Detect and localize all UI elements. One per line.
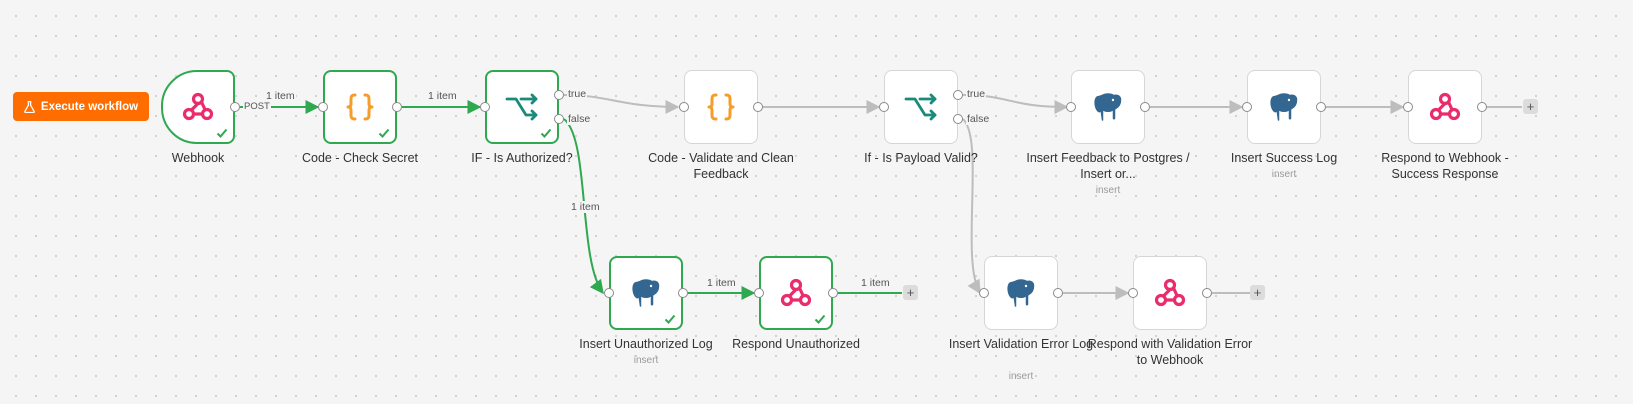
node-code-check-secret[interactable] — [323, 70, 397, 144]
input-handle[interactable] — [754, 288, 764, 298]
node-label: Respond Unauthorized — [732, 337, 860, 351]
success-check-icon — [378, 128, 390, 138]
edge-label-method: POST — [243, 101, 271, 112]
input-handle[interactable] — [879, 102, 889, 112]
output-handle[interactable] — [1053, 288, 1063, 298]
output-handle[interactable] — [753, 102, 763, 112]
output-handle-true[interactable] — [953, 90, 963, 100]
add-node-button[interactable]: + — [903, 285, 918, 300]
execute-workflow-button[interactable]: Execute workflow — [13, 92, 149, 121]
input-handle[interactable] — [679, 102, 689, 112]
edge-label-true: true — [966, 88, 987, 100]
node-label: Respond with Validation Error to Webhook — [1087, 337, 1253, 367]
node-subtitle: insert — [633, 355, 659, 366]
input-handle[interactable] — [1242, 102, 1252, 112]
node-subtitle: insert — [1271, 169, 1297, 180]
input-handle[interactable] — [480, 102, 490, 112]
edge-label-item-count: 1 item — [860, 277, 891, 289]
postgres-elephant-icon — [1266, 89, 1302, 125]
output-handle[interactable] — [230, 102, 240, 112]
webhook-icon — [1152, 275, 1188, 311]
success-check-icon — [540, 128, 552, 138]
node-label: Insert Unauthorized Log — [579, 337, 713, 351]
success-check-icon — [664, 314, 676, 324]
add-node-button[interactable]: + — [1250, 285, 1265, 300]
add-node-button[interactable]: + — [1523, 99, 1538, 114]
edge-payload-false-valerr — [962, 118, 981, 295]
edge-label-false: false — [567, 113, 592, 125]
node-if-is-authorized[interactable] — [485, 70, 559, 144]
node-respond-validation-error[interactable] — [1133, 256, 1207, 330]
edge-label-item-count: 1 item — [265, 90, 296, 102]
node-label: Code - Validate and Clean Feedback — [648, 151, 794, 181]
postgres-elephant-icon — [1003, 275, 1039, 311]
node-insert-success-log[interactable] — [1247, 70, 1321, 144]
node-label: Webhook — [171, 151, 225, 165]
input-handle[interactable] — [318, 102, 328, 112]
postgres-elephant-icon — [1090, 89, 1126, 125]
postgres-elephant-icon — [628, 275, 664, 311]
edge-label-item-count: 1 item — [570, 201, 601, 213]
output-handle-false[interactable] — [953, 114, 963, 124]
node-label: Insert Feedback to Postgres / Insert or.… — [1026, 151, 1190, 181]
node-respond-unauthorized[interactable] — [759, 256, 833, 330]
output-handle[interactable] — [1316, 102, 1326, 112]
input-handle[interactable] — [979, 288, 989, 298]
input-handle[interactable] — [1066, 102, 1076, 112]
node-label: IF - Is Authorized? — [471, 151, 573, 165]
node-code-validate-feedback[interactable] — [684, 70, 758, 144]
output-handle[interactable] — [1477, 102, 1487, 112]
edge-label-true: true — [567, 88, 588, 100]
edge-label-false: false — [966, 113, 991, 125]
flask-icon — [24, 100, 35, 113]
code-braces-icon — [703, 89, 739, 125]
input-handle[interactable] — [1403, 102, 1413, 112]
input-handle[interactable] — [604, 288, 614, 298]
output-handle[interactable] — [1202, 288, 1212, 298]
node-subtitle: insert — [1095, 185, 1121, 196]
node-label: Code - Check Secret — [301, 151, 419, 165]
webhook-icon — [180, 89, 216, 125]
node-respond-success[interactable] — [1408, 70, 1482, 144]
edge-label-item-count: 1 item — [706, 277, 737, 289]
webhook-icon — [1427, 89, 1463, 125]
node-webhook[interactable] — [161, 70, 235, 144]
webhook-icon — [778, 275, 814, 311]
success-check-icon — [216, 128, 228, 138]
if-branch-icon — [504, 89, 540, 125]
output-handle-false[interactable] — [554, 114, 564, 124]
success-check-icon — [814, 314, 826, 324]
node-insert-validation-error-log[interactable] — [984, 256, 1058, 330]
node-label: If - Is Payload Valid? — [864, 151, 978, 165]
node-label: Insert Success Log — [1230, 151, 1338, 165]
input-handle[interactable] — [1128, 288, 1138, 298]
execute-workflow-label: Execute workflow — [40, 100, 139, 113]
node-insert-unauthorized-log[interactable] — [609, 256, 683, 330]
node-subtitle: insert — [1008, 371, 1034, 382]
code-braces-icon — [342, 89, 378, 125]
node-if-payload-valid[interactable] — [884, 70, 958, 144]
node-insert-feedback-postgres[interactable] — [1071, 70, 1145, 144]
output-handle[interactable] — [1140, 102, 1150, 112]
output-handle[interactable] — [828, 288, 838, 298]
output-handle[interactable] — [678, 288, 688, 298]
output-handle-true[interactable] — [554, 90, 564, 100]
output-handle[interactable] — [392, 102, 402, 112]
if-branch-icon — [903, 89, 939, 125]
node-label: Respond to Webhook - Success Response — [1381, 151, 1509, 181]
edge-label-item-count: 1 item — [427, 90, 458, 102]
node-label: Insert Validation Error Log — [948, 337, 1094, 351]
